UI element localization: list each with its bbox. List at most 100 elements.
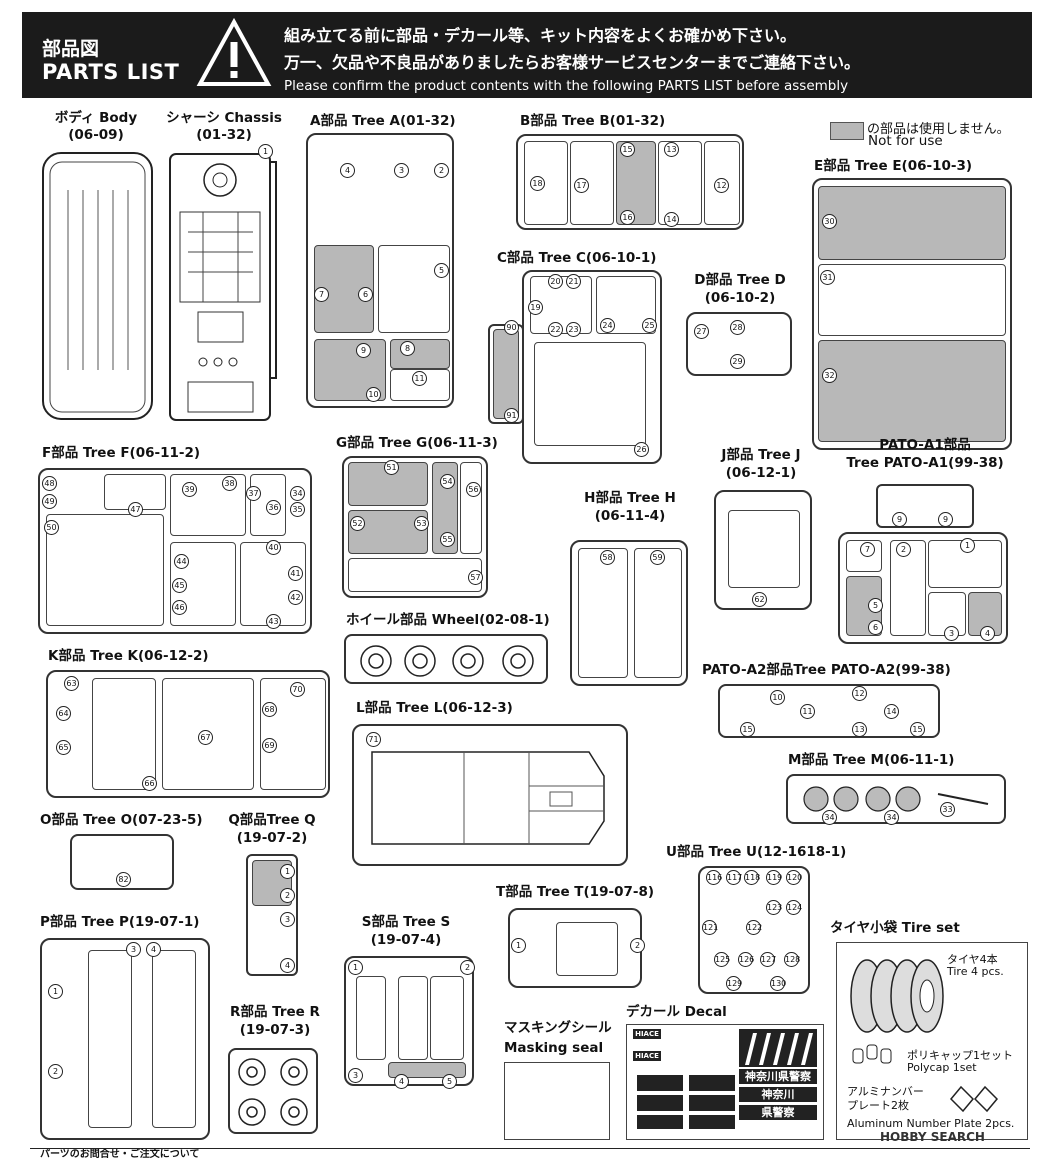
tree-j-label: J部品 Tree J — [721, 447, 801, 463]
tree-a-cell — [378, 245, 450, 333]
tree-a-cell-grey — [390, 339, 450, 369]
plate-en: Aluminum Number Plate 2pcs. — [847, 1117, 1015, 1130]
tree-e-cell — [818, 264, 1006, 336]
part-num: 1 — [960, 538, 975, 553]
part-num: 39 — [182, 482, 197, 497]
part-num: 127 — [760, 952, 776, 967]
part-num: 7 — [860, 542, 875, 557]
masking-en: Masking seal — [504, 1040, 604, 1056]
tree-k-cell — [92, 678, 156, 790]
decal-brand: HIACE — [633, 1029, 661, 1039]
part-num: 35 — [290, 502, 305, 517]
part-num: 30 — [822, 214, 837, 229]
part-num: 3 — [394, 163, 409, 178]
part-num: 18 — [530, 176, 545, 191]
decal-stripes — [739, 1029, 817, 1067]
part-num: 54 — [440, 474, 455, 489]
number-plate-icon — [949, 1085, 999, 1113]
masking-jp: マスキングシール — [504, 1020, 612, 1036]
tree-f-frame: 48 49 47 39 38 37 36 34 35 50 44 45 46 4… — [38, 468, 312, 634]
tree-s-cell — [430, 976, 464, 1060]
tree-pato-a1-label: PATO-A1部品 — [879, 437, 971, 453]
part-num: 119 — [766, 870, 782, 885]
tree-s-frame: 1 2 3 4 5 — [344, 956, 475, 1089]
part-num: 38 — [222, 476, 237, 491]
part-num: 58 — [600, 550, 615, 565]
part-num: 1 — [48, 984, 63, 999]
part-num: 13 — [852, 722, 867, 737]
decal-text-3: 県警察 — [739, 1105, 817, 1120]
part-num: 70 — [290, 682, 305, 697]
tree-k-frame: 63 64 65 66 67 68 69 70 — [46, 670, 330, 798]
tree-k-label: K部品 Tree K(06-12-2) — [48, 648, 209, 664]
tires-icon — [850, 959, 944, 1033]
part-num: 17 — [574, 178, 589, 193]
part-num: 122 — [746, 920, 762, 935]
part-num: 36 — [266, 500, 281, 515]
tree-a-frame: 4 3 2 5 7 6 9 8 11 10 — [306, 133, 454, 408]
part-num: 10 — [770, 690, 785, 705]
body-code: (06-09) — [68, 127, 124, 143]
part-num: 34 — [884, 810, 899, 825]
tree-f-cell — [240, 542, 306, 626]
tree-g-cell — [460, 462, 482, 554]
part-num: 4 — [980, 626, 995, 641]
tree-e-cell-grey — [818, 186, 1006, 260]
tree-h-code: (06-11-4) — [594, 508, 666, 524]
legend-jp: の部品は使用しません。 — [867, 122, 1010, 137]
chassis-rod — [270, 161, 277, 379]
part-num: 12 — [852, 686, 867, 701]
tree-c-side — [488, 324, 524, 424]
part-num: 34 — [822, 810, 837, 825]
tree-p-label: P部品 Tree P(19-07-1) — [40, 914, 200, 930]
tire-set-bag: タイヤ4本 Tire 4 pcs. ポリキャップ1セット Polycap 1se… — [836, 942, 1028, 1140]
part-num: 22 — [548, 322, 563, 337]
tree-q-label: Q部品Tree Q — [228, 812, 316, 828]
tire-jp: タイヤ4本 — [947, 953, 998, 966]
tree-e-frame: 30 31 32 — [812, 178, 1012, 450]
part-num: 117 — [726, 870, 742, 885]
polycap-en: Polycap 1set — [907, 1061, 977, 1074]
part-num: 41 — [288, 566, 303, 581]
body-part — [42, 152, 153, 420]
part-num: 28 — [730, 320, 745, 335]
masking-seal — [504, 1062, 610, 1140]
part-num: 25 — [642, 318, 657, 333]
part-num: 63 — [64, 676, 79, 691]
tree-q-code: (19-07-2) — [236, 830, 308, 846]
part-num: 59 — [650, 550, 665, 565]
tree-t-window — [556, 922, 618, 976]
part-num: 3 — [126, 942, 141, 957]
tree-j-seat — [728, 510, 800, 588]
warning-triangle-icon — [196, 17, 272, 86]
part-num: 16 — [620, 210, 635, 225]
part-num: 124 — [786, 900, 802, 915]
part-num: 42 — [288, 590, 303, 605]
tree-g-frame: 51 54 56 52 53 55 57 — [342, 456, 488, 598]
wheel-parts — [360, 645, 534, 677]
part-num: 65 — [56, 740, 71, 755]
part-num: 91 — [504, 408, 519, 423]
part-num: 66 — [142, 776, 157, 791]
tree-pato-a1-frame: 7 2 1 5 6 3 4 — [838, 532, 1008, 644]
part-num: 4 — [280, 958, 295, 973]
part-num: 125 — [714, 952, 730, 967]
tree-u-label: U部品 Tree U(12-1618-1) — [666, 844, 847, 860]
part-num: 5 — [868, 598, 883, 613]
part-num: 40 — [266, 540, 281, 555]
part-num: 8 — [400, 341, 415, 356]
part-num: 15 — [620, 142, 635, 157]
part-num: 57 — [468, 570, 483, 585]
tree-b-frame: 18 17 15 16 13 14 12 — [516, 134, 744, 230]
decal-text-2: 神奈川 — [739, 1087, 817, 1102]
legend-en: Not for use — [868, 133, 943, 149]
part-num: 69 — [262, 738, 277, 753]
part-num: 31 — [820, 270, 835, 285]
part-num: 71 — [366, 732, 381, 747]
part-num: 15 — [910, 722, 925, 737]
part-num: 50 — [44, 520, 59, 535]
tree-l-frame: 71 — [352, 724, 628, 866]
tree-o-label: O部品 Tree O(07-23-5) — [40, 812, 203, 828]
tree-j-frame: 62 — [714, 490, 812, 610]
part-num: 33 — [940, 802, 955, 817]
